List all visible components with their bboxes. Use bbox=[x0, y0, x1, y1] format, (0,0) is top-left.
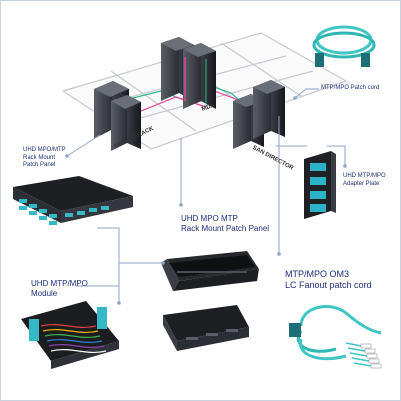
callout-endpoints bbox=[65, 96, 347, 305]
uhd-patch-panel-line2: Rack Mount bbox=[23, 154, 56, 161]
uhd-module-label: UHD MTP/MPO Module bbox=[31, 279, 88, 299]
lc-fanout-cord-icon bbox=[289, 305, 382, 369]
lc-fanout-patch-cord-label: MTP/MPO OM3 LC Fanout patch cord bbox=[285, 269, 372, 292]
rack-mount-line1: UHD MPO MTP bbox=[181, 214, 238, 223]
uhd-rack-mount-patch-panel-label: UHD MPO MTP Rack Mount Patch Panel bbox=[181, 214, 269, 234]
lc-fanout-line1: MTP/MPO OM3 bbox=[285, 269, 350, 279]
mtp-patch-cord-icon bbox=[312, 25, 376, 67]
san-director-rack-icon bbox=[233, 80, 285, 149]
adapter-plate-line1: UHD MTP/MPO bbox=[343, 173, 386, 179]
uhd-mtp-mpo-patch-panel-label: UHD MPO/MTP Rack Mount Patch Panel bbox=[23, 147, 66, 170]
uhd-patch-panel-line3: Patch Panel bbox=[23, 162, 56, 168]
mtp-mpo-patch-cord-label: MTP/MPO Patch cord bbox=[321, 85, 380, 91]
uhd-adapter-plate-label: UHD MTP/MPO Adapter Plate bbox=[343, 173, 386, 188]
uhd-module-icon bbox=[21, 301, 119, 369]
callout-lines bbox=[66, 88, 346, 303]
uhd-patch-panel-line1: UHD MPO/MTP bbox=[23, 147, 66, 153]
lc-fanout-line2: LC Fanout patch cord bbox=[285, 280, 372, 291]
adapter-plate-line2: Adapter Plate bbox=[343, 180, 380, 187]
adapter-plate-icon bbox=[304, 151, 336, 219]
uhd-module-line2: Module bbox=[31, 289, 58, 298]
rack-mount-patch-panel-icon bbox=[13, 176, 133, 225]
rack-panel-closed-icon bbox=[163, 305, 249, 351]
server-rack-icon bbox=[94, 81, 141, 151]
rack-panel-open-icon bbox=[161, 251, 259, 291]
rack-mount-line2: Rack Mount Patch Panel bbox=[181, 224, 270, 233]
mda-rack-icon bbox=[161, 37, 216, 109]
uhd-module-line1: UHD MTP/MPO bbox=[31, 279, 88, 288]
